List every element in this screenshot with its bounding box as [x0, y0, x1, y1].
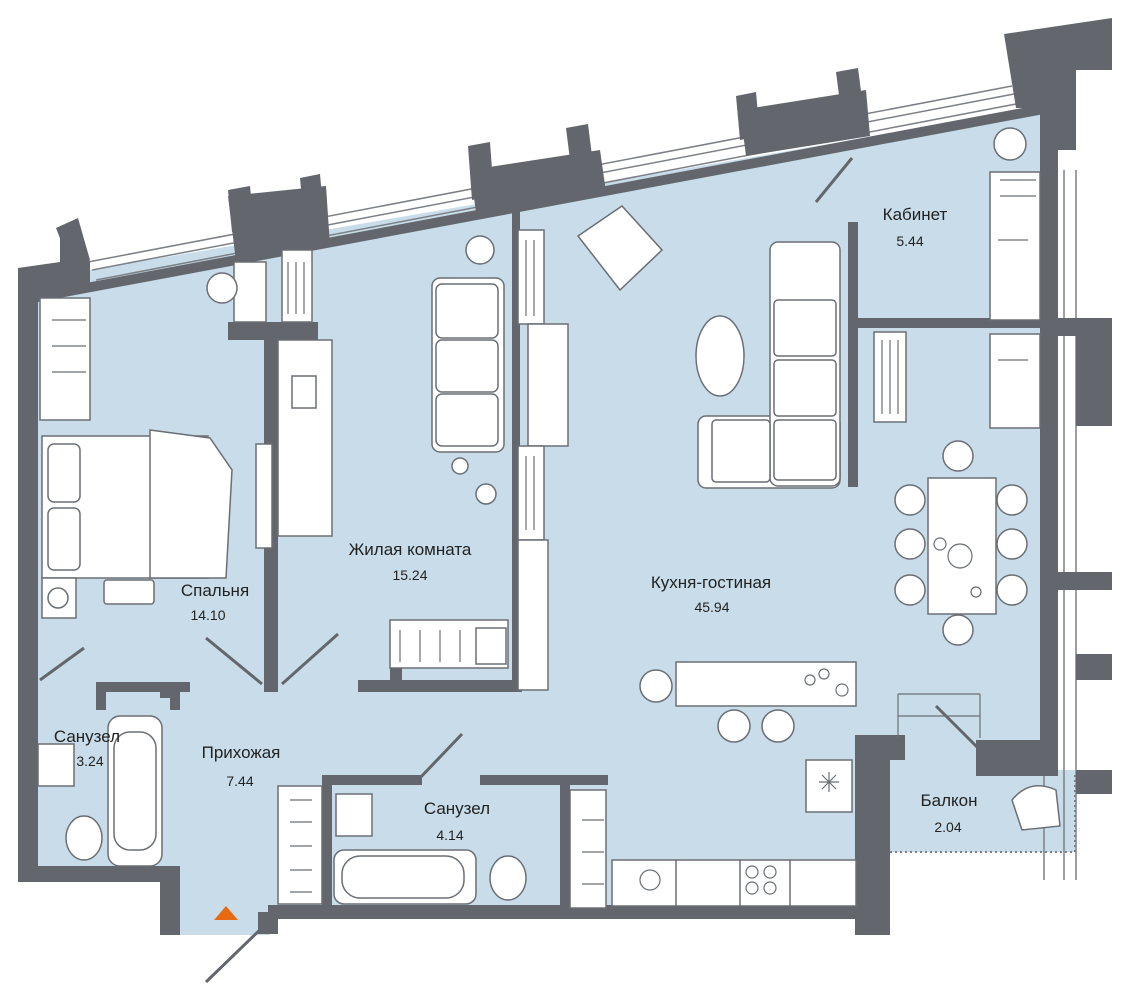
furniture: [37, 127, 1061, 909]
door-swings: [39, 157, 982, 984]
room-area-office: 5.44: [896, 233, 924, 249]
room-area-kitchen: 45.94: [694, 599, 730, 615]
room-name-bedroom: Спальня: [180, 581, 250, 600]
room-name-balcony: Балкон: [920, 791, 978, 810]
room-name-bath2: Санузел: [423, 799, 491, 818]
room-name-hall: Прихожая: [201, 743, 281, 762]
furniture-details: [52, 179, 1036, 895]
room-name-office: Кабинет: [882, 205, 948, 224]
room-area-bath1: 3.24: [76, 753, 104, 769]
room-name-kitchen: Кухня-гостиная: [650, 573, 772, 592]
room-name-living: Жилая комната: [348, 540, 472, 559]
balcony-railing: [890, 774, 1076, 853]
room-area-living: 15.24: [392, 567, 428, 583]
entrance-triangle-icon: [214, 906, 238, 920]
room-area-bath2: 4.14: [436, 827, 464, 843]
room-area-hall: 7.44: [226, 773, 254, 789]
room-area-balcony: 2.04: [934, 819, 962, 835]
room-area-bedroom: 14.10: [190, 607, 226, 623]
room-name-bath1: Санузел: [53, 727, 121, 746]
